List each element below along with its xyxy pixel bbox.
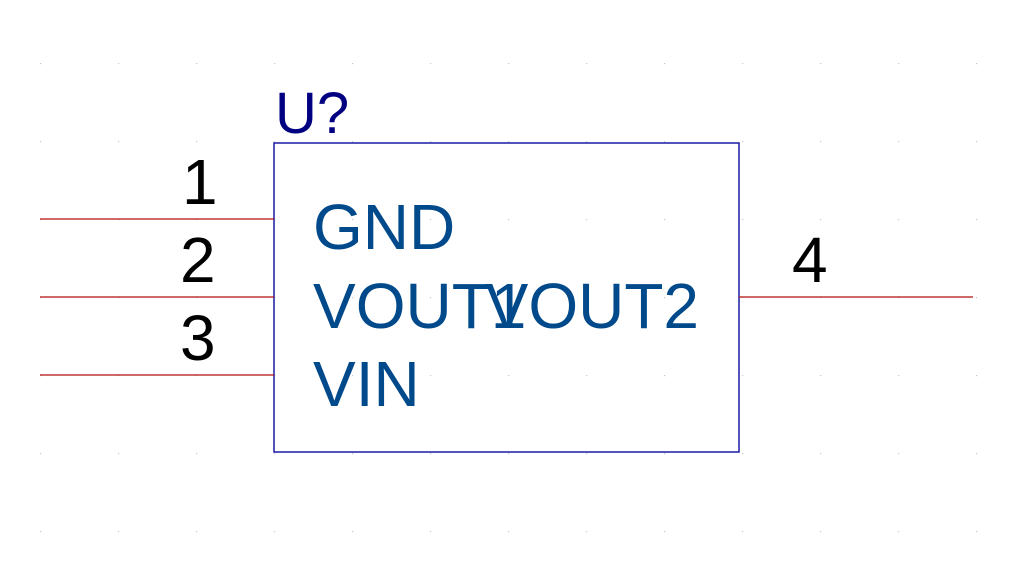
grid-dot (664, 453, 666, 455)
grid-dot (586, 375, 588, 377)
grid-dot (742, 453, 744, 455)
grid-dot (352, 297, 354, 299)
grid-dot (898, 219, 900, 221)
pin-3-number: 3 (180, 302, 216, 374)
pin-2[interactable]: 2 VOUT1 (40, 224, 526, 342)
grid-dot (976, 141, 978, 143)
grid-dot (274, 531, 276, 533)
grid-dot (820, 141, 822, 143)
grid-dot (196, 531, 198, 533)
grid-dot (898, 141, 900, 143)
grid-dot (274, 63, 276, 65)
grid-dot (586, 63, 588, 65)
grid-dot (118, 63, 120, 65)
grid-dot (352, 141, 354, 143)
grid-dot (118, 531, 120, 533)
grid-dot (976, 297, 978, 299)
grid-dot (508, 63, 510, 65)
grid-dot (274, 141, 276, 143)
grid-dot (664, 375, 666, 377)
grid-dot (508, 531, 510, 533)
pin-4-number: 4 (792, 224, 828, 296)
grid-dot (430, 297, 432, 299)
grid-dot (430, 453, 432, 455)
grid-dot (664, 219, 666, 221)
grid-dot (664, 141, 666, 143)
grid-dot (196, 219, 198, 221)
grid-dot (742, 219, 744, 221)
grid-dot (586, 531, 588, 533)
grid-dot (352, 375, 354, 377)
pin-3-name: VIN (313, 348, 420, 420)
grid-dot (196, 141, 198, 143)
grid-dot (664, 63, 666, 65)
grid-dot (430, 141, 432, 143)
grid-dot (664, 297, 666, 299)
grid-dot (820, 375, 822, 377)
grid-dot (820, 219, 822, 221)
grid-dot (118, 141, 120, 143)
grid-dot (508, 297, 510, 299)
pin-1-number: 1 (182, 146, 218, 218)
grid-dot (898, 453, 900, 455)
grid-dot (586, 141, 588, 143)
grid-dot (430, 63, 432, 65)
grid-dot (820, 531, 822, 533)
grid-dot (586, 453, 588, 455)
grid-dot (40, 219, 42, 221)
grid-dot (508, 375, 510, 377)
grid-dot (898, 63, 900, 65)
grid-dot (742, 531, 744, 533)
pin-4[interactable]: 4 VOUT2 (486, 224, 973, 342)
reference-designator[interactable]: U? (275, 81, 349, 146)
pin-2-number: 2 (180, 224, 216, 296)
pin-4-name: VOUT2 (486, 270, 699, 342)
grid-dot (586, 297, 588, 299)
grid-dot (586, 219, 588, 221)
grid-dot (40, 63, 42, 65)
grid-dot (430, 531, 432, 533)
pin-1-name: GND (313, 191, 455, 263)
grid-dot (508, 219, 510, 221)
pin-1[interactable]: 1 GND (40, 146, 455, 263)
grid-dot (742, 375, 744, 377)
grid-dot (742, 141, 744, 143)
grid-dot (976, 63, 978, 65)
grid-dot (976, 531, 978, 533)
grid-dot (508, 141, 510, 143)
grid-dot (898, 531, 900, 533)
grid-dot (976, 375, 978, 377)
grid-dot (118, 453, 120, 455)
grid-dot (352, 63, 354, 65)
grid-dot (196, 63, 198, 65)
pin-3[interactable]: 3 VIN (40, 302, 420, 420)
grid-dot (40, 531, 42, 533)
pin-2-name: VOUT1 (313, 270, 526, 342)
grid-dot (118, 219, 120, 221)
grid-dot (352, 219, 354, 221)
grid-dot (820, 453, 822, 455)
grid-dot (976, 219, 978, 221)
grid-dot (664, 531, 666, 533)
grid-dot (352, 531, 354, 533)
grid-dot (430, 375, 432, 377)
grid-dot (898, 375, 900, 377)
grid-dot (40, 141, 42, 143)
grid-dot (742, 63, 744, 65)
grid-dot (508, 453, 510, 455)
grid-dot (430, 219, 432, 221)
grid-dot (274, 453, 276, 455)
grid-dot (40, 453, 42, 455)
grid-dot (352, 453, 354, 455)
grid-dot (196, 453, 198, 455)
grid-dot (976, 453, 978, 455)
grid-dot (820, 63, 822, 65)
